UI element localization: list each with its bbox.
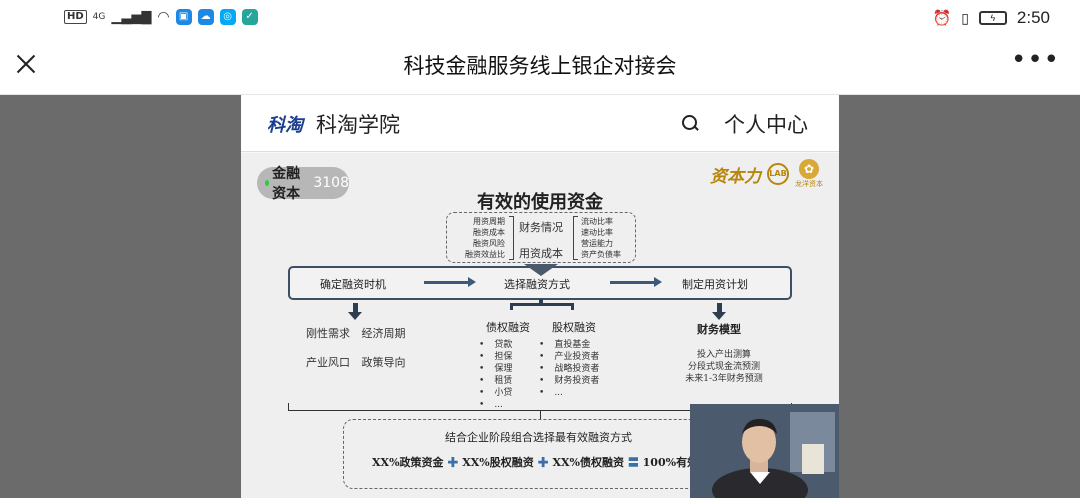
task-notification-icon: ✓ — [241, 9, 258, 25]
signal-bars-icon: ▁▃▅▇ — [111, 9, 152, 25]
factor-item: 用资周期 — [473, 217, 505, 226]
right-bracket — [573, 216, 578, 260]
plus-icon: ✚ — [537, 456, 549, 469]
clock: 2:50 — [1016, 8, 1050, 27]
combo-formula: XX%政策资金 ✚ XX%股权融资 ✚ XX%债权融资 〓 100%有效融 — [372, 454, 709, 470]
speaker-video[interactable] — [690, 404, 839, 498]
debt-title: 债权融资 — [486, 321, 530, 334]
factor-item: 流动比率 — [581, 217, 613, 226]
left-bracket — [509, 216, 514, 260]
factor-item: 资产负债率 — [581, 250, 621, 259]
list-item: 财务投资者 — [539, 375, 599, 387]
debt-list: 贷款 担保 保理 租赁 小贷 ... — [479, 339, 512, 411]
slide-title: 有效的使用资金 — [477, 192, 603, 213]
combo-part: XX%政策资金 — [372, 456, 444, 469]
down-arrow-icon — [712, 303, 726, 320]
page-title: 科技金融服务线上银企对接会 — [403, 54, 677, 78]
list-item: 担保 — [479, 351, 512, 363]
status-left: HD 4G ▁▃▅▇ ◠ ▣ ☁ ◎ ✓ — [64, 9, 258, 25]
factor-item: 融资风险 — [473, 239, 505, 248]
factor-item: 融资效益比 — [465, 250, 505, 259]
status-right: ⏰ ▯ ϟ 2:50 — [933, 8, 1051, 28]
list-item: 战略投资者 — [539, 363, 599, 375]
timing-factor: 产业风口 — [306, 356, 350, 369]
viewer-count: 3108 — [313, 175, 349, 191]
search-app-notification-icon: ◎ — [219, 9, 236, 25]
timing-factor: 政策导向 — [361, 356, 406, 369]
lab-badge: LAB — [767, 163, 789, 185]
list-item: 产业投资者 — [539, 351, 599, 363]
brand-name: 资本力 — [710, 166, 761, 187]
list-item: 保理 — [479, 363, 512, 375]
title-bar: 科技金融服务线上银企对接会 ••• — [0, 36, 1080, 95]
profile-link[interactable]: 个人中心 — [724, 113, 808, 137]
timing-factor: 刚性需求 — [306, 327, 350, 340]
slide-brand: 资本力 LAB ✿ 龙洋资本 — [710, 159, 823, 189]
hd-indicator: HD — [64, 10, 87, 24]
video-slide[interactable]: 金融资本 3108 资本力 LAB ✿ 龙洋资本 有效的使用资金 用资周期 融资… — [241, 153, 839, 498]
split-stem — [539, 299, 543, 305]
left-factors: 用资周期 融资成本 融资风险 融资效益比 — [457, 216, 505, 260]
live-label: 金融资本 — [272, 166, 301, 202]
flower-icon: ✿ — [799, 159, 819, 179]
step-method: 选择融资方式 — [504, 278, 570, 291]
list-item: ... — [539, 387, 599, 399]
more-icon[interactable]: ••• — [1010, 45, 1060, 75]
timing-row-2: 产业风口 政策导向 — [306, 354, 406, 370]
arrow-right-icon — [424, 277, 476, 287]
status-bar: HD 4G ▁▃▅▇ ◠ ▣ ☁ ◎ ✓ ⏰ ▯ ϟ 2:50 — [0, 0, 1080, 36]
step-timing: 确定融资时机 — [320, 278, 386, 291]
list-item: 贷款 — [479, 339, 512, 351]
list-item: 租赁 — [479, 375, 512, 387]
alarm-icon: ⏰ — [932, 10, 952, 27]
wifi-icon: ◠ — [157, 9, 170, 25]
partner-text: 龙洋资本 — [795, 180, 823, 188]
speaker-figure — [690, 404, 839, 498]
list-item: 直投基金 — [539, 339, 599, 351]
live-badge[interactable]: 金融资本 3108 — [257, 166, 349, 202]
web-content: 科淘 科淘学院 个人中心 金融资本 3108 资本力 LAB ✿ 龙洋资本 有效… — [241, 95, 839, 498]
equity-title: 股权融资 — [552, 321, 596, 334]
signal-label: 4G — [92, 12, 106, 22]
timing-row-1: 刚性需求 经济周期 — [306, 325, 406, 341]
app-notification-icon: ▣ — [175, 9, 192, 25]
list-item: ... — [479, 399, 512, 411]
funding-cost: 用资成本 — [519, 247, 563, 260]
finance-status: 财务情况 — [519, 221, 563, 234]
vibrate-icon: ▯ — [961, 9, 969, 26]
list-item: 投入产出测算 — [696, 350, 751, 360]
right-factors: 流动比率 速动比率 营运能力 资产负债率 — [581, 216, 621, 260]
cloud-notification-icon: ☁ — [197, 9, 214, 25]
live-dot-icon — [265, 180, 270, 186]
list-item: 分段式现金流预测 — [687, 362, 760, 372]
partner-brand: ✿ 龙洋资本 — [795, 159, 823, 189]
plus-icon: ✚ — [447, 456, 459, 469]
timing-factor: 经济周期 — [361, 327, 406, 340]
site-logo[interactable]: 科淘 — [267, 115, 303, 136]
combo-title: 结合企业阶段组合选择最有效融资方式 — [445, 431, 632, 444]
model-title: 财务模型 — [697, 323, 741, 336]
bottom-stem — [540, 410, 541, 420]
side-backdrop — [839, 95, 1080, 498]
flow-pointer-icon — [524, 264, 558, 276]
equals-icon: 〓 — [627, 456, 639, 469]
factor-item: 营运能力 — [581, 239, 613, 248]
model-list: 投入产出测算 分段式现金流预测 未来1-3年财务预测 — [669, 349, 779, 385]
list-item: 未来1-3年财务预测 — [685, 374, 763, 384]
factor-item: 融资成本 — [473, 228, 505, 237]
combo-part: XX%股权融资 — [462, 456, 534, 469]
step-plan: 制定用资计划 — [682, 278, 748, 291]
factor-item: 速动比率 — [581, 228, 613, 237]
search-icon[interactable] — [682, 115, 699, 132]
site-name: 科淘学院 — [316, 113, 400, 137]
factors-box — [446, 212, 636, 263]
combo-part: XX%债权融资 — [552, 456, 624, 469]
arrow-right-icon — [610, 277, 662, 287]
battery-icon: ϟ — [978, 11, 1007, 25]
list-item: 小贷 — [479, 387, 512, 399]
equity-list: 直投基金 产业投资者 战略投资者 财务投资者 ... — [539, 339, 599, 399]
down-arrow-icon — [348, 303, 362, 320]
site-header: 科淘 科淘学院 个人中心 — [241, 95, 839, 152]
